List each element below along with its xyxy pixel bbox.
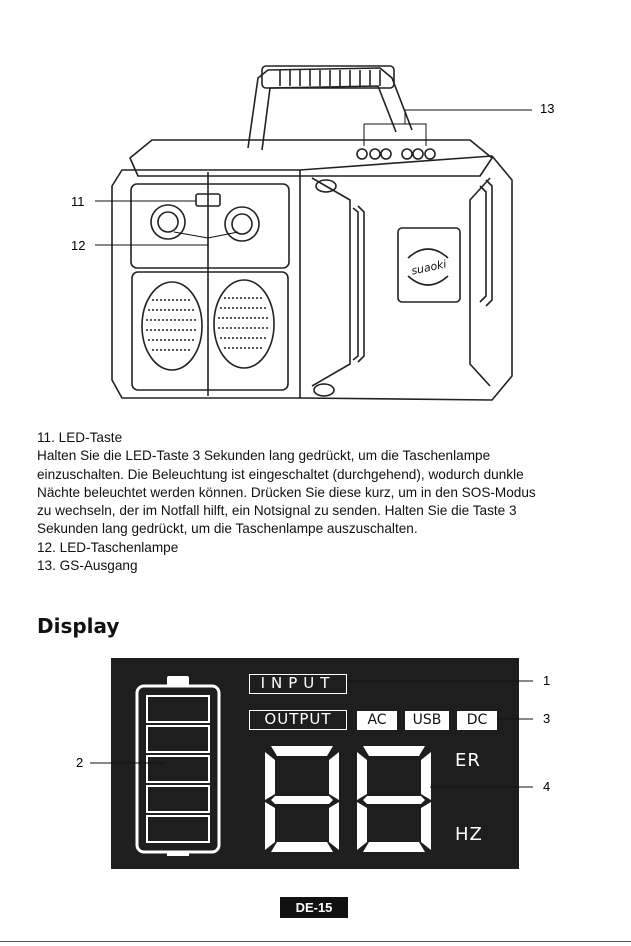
desc-line: 12. LED-Taschenlampe [37, 539, 179, 555]
seven-segment-digits [265, 746, 431, 852]
callout-1: 1 [543, 673, 550, 688]
callout-12: 12 [71, 238, 85, 253]
desc-line: Sekunden lang gedrückt, um die Taschenla… [37, 521, 418, 537]
lcd-display-diagram: INPUT OUTPUT AC USB DC [111, 658, 519, 869]
carry-handle [247, 65, 413, 151]
digit-left [265, 746, 339, 852]
unit-hz: HZ [455, 824, 483, 845]
desc-line: 11. LED-Taste [37, 430, 123, 445]
section-heading: Display [37, 614, 120, 638]
callout-4: 4 [543, 779, 550, 794]
battery-gauge-icon [135, 676, 221, 856]
callout-13: 13 [540, 101, 554, 116]
usb-indicator: USB [405, 711, 449, 730]
input-indicator: INPUT [249, 674, 347, 694]
dc-indicator: DC [457, 711, 497, 730]
footer-divider [0, 941, 631, 942]
page-number-badge: DE-15 [280, 897, 348, 918]
ac-indicator: AC [357, 711, 397, 730]
brand-logo-text: suaoki [410, 257, 448, 277]
lcd-callouts: 1 3 2 4 [76, 673, 550, 794]
power-station-illustration: suaoki 11 12 13 [71, 65, 554, 401]
digit-right [357, 746, 431, 852]
callout-11: 11 [71, 194, 85, 209]
output-indicator: OUTPUT [249, 710, 347, 730]
callout-2: 2 [76, 755, 83, 770]
desc-line: 13. GS-Ausgang [37, 558, 138, 574]
desc-line: Nächte beleuchtet werden können. Drücken… [37, 484, 536, 500]
feature-description: 11. LED-Taste Halten Sie die LED-Taste 3… [37, 429, 607, 575]
desc-line: einzuschalten. Die Beleuchtung ist einge… [37, 466, 524, 482]
desc-line: Halten Sie die LED-Taste 3 Sekunden lang… [37, 448, 491, 464]
desc-line: zu wechseln, der im Notfall hilft, ein N… [37, 503, 517, 519]
callout-3: 3 [543, 711, 550, 726]
unit-er: ER [455, 750, 481, 771]
